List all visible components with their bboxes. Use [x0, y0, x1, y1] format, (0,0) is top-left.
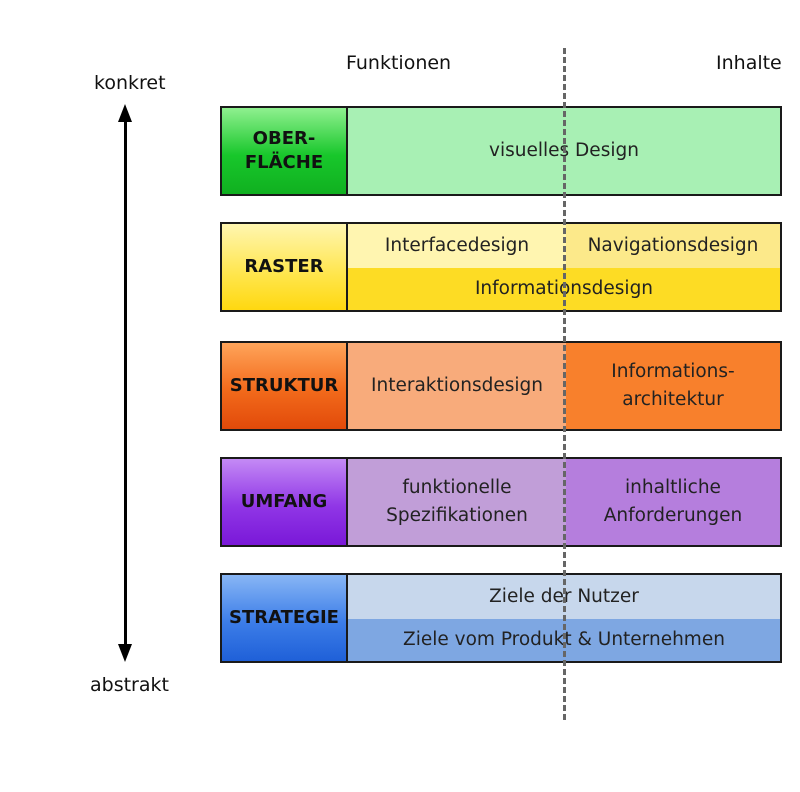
layer-scope-label: UMFANG [222, 459, 348, 545]
layer-skeleton-label: RASTER [222, 224, 348, 310]
information-architecture-cell: Informations- architektur [566, 343, 780, 429]
functions-header: Funktionen [346, 52, 452, 74]
interaction-design-cell: Interaktionsdesign [348, 343, 566, 429]
axis-top-label: konkret [94, 72, 166, 94]
layer-surface: OBER- FLÄCHE visuelles Design [220, 106, 782, 196]
content-requirements-cell: inhaltliche Anforderungen [566, 459, 780, 545]
contents-header: Inhalte [716, 52, 782, 74]
navigation-design-cell: Navigationsdesign [566, 224, 780, 268]
layer-skeleton: RASTER Interfacedesign Navigationsdesign… [220, 222, 782, 312]
layer-structure: STRUKTUR Interaktionsdesign Informations… [220, 341, 782, 431]
axis-arrow-down-icon [118, 644, 132, 662]
layer-strategy: STRATEGIE Ziele der Nutzer Ziele vom Pro… [220, 573, 782, 663]
layer-structure-label: STRUKTUR [222, 343, 348, 429]
layer-scope: UMFANG funktionelle Spezifikationen inha… [220, 457, 782, 547]
axis-line [124, 118, 127, 650]
interface-design-cell: Interfacedesign [348, 224, 566, 268]
functional-specifications-cell: funktionelle Spezifikationen [348, 459, 566, 545]
functions-contents-divider [563, 48, 566, 720]
axis-arrow-up-icon [118, 104, 132, 122]
layer-strategy-label: STRATEGIE [222, 575, 348, 661]
layer-surface-label: OBER- FLÄCHE [222, 108, 348, 194]
axis-bottom-label: abstrakt [90, 674, 169, 696]
